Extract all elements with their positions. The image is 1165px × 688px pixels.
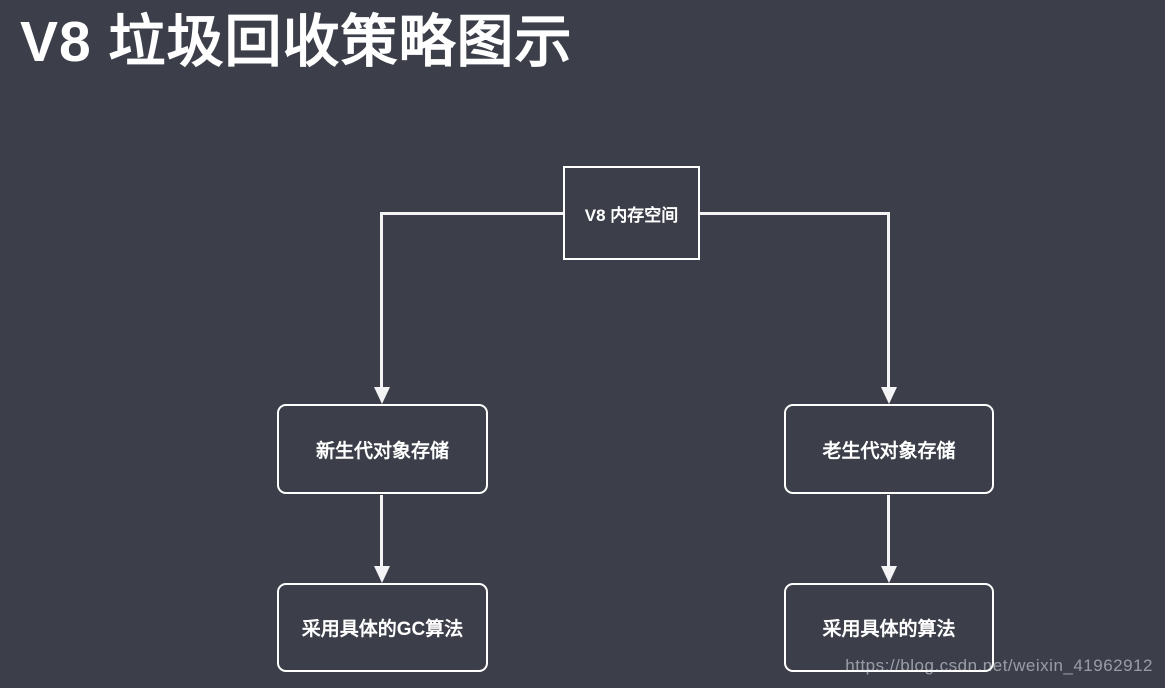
arrow-down-icon [374,387,390,404]
arrow-down-icon [881,566,897,583]
arrow-down-icon [881,387,897,404]
node-label: 新生代对象存储 [315,440,449,462]
node-old-generation-storage: 老生代对象存储 [784,404,994,494]
connector-root-to-right-horizontal [699,212,890,215]
arrow-down-icon [374,566,390,583]
node-label: V8 内存空间 [584,205,679,225]
node-label: 采用具体的GC算法 [301,619,464,640]
connector-root-to-left-vertical [380,212,383,390]
node-gc-algorithm-right: 采用具体的算法 [784,583,994,672]
node-gc-algorithm-left: 采用具体的GC算法 [277,583,488,672]
connector-left-storage-to-algorithm [380,495,383,571]
node-label: 采用具体的算法 [822,619,956,640]
node-v8-memory-space: V8 内存空间 [563,166,700,260]
connector-root-to-left-horizontal [380,212,564,215]
csdn-watermark: https://blog.csdn.net/weixin_41962912 [845,656,1153,675]
connector-root-to-right-vertical [887,212,890,390]
page-title: V8 垃圾回收策略图示 [20,10,573,74]
node-new-generation-storage: 新生代对象存储 [277,404,488,494]
node-label: 老生代对象存储 [822,440,956,462]
connector-right-storage-to-algorithm [887,495,890,571]
